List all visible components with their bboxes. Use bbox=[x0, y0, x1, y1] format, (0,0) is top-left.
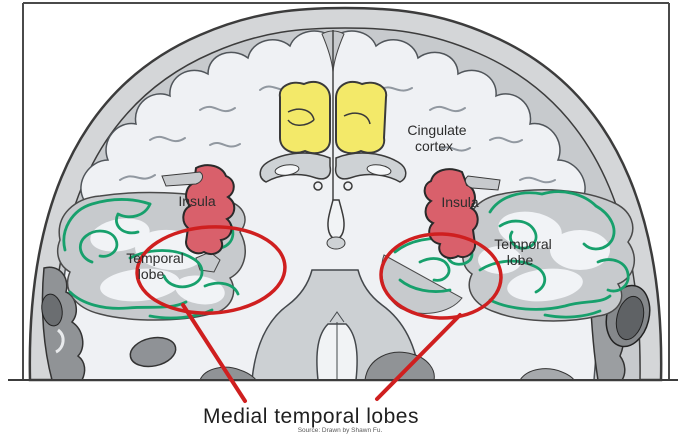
cingulate-right-blob bbox=[335, 80, 388, 155]
temporal-left-label-line1: Temporal bbox=[126, 250, 184, 266]
temporal-right-label-line1: Temporal bbox=[494, 236, 552, 252]
annotation-line-right bbox=[375, 313, 462, 401]
temporal-right-label-line2: lobe bbox=[507, 252, 534, 268]
medial-temporal-annotations bbox=[135, 225, 503, 403]
figure-border bbox=[22, 2, 670, 380]
lateral-fissure-notch-left bbox=[161, 171, 204, 187]
insula-left-highlight bbox=[182, 164, 236, 256]
cingulate-label-line1: Cingulate bbox=[407, 122, 466, 138]
annotation-circle-right bbox=[379, 232, 503, 320]
cingulate-cortex-highlight bbox=[278, 80, 388, 155]
annotation-line-left bbox=[181, 303, 247, 403]
annotation-circle-left bbox=[135, 225, 287, 315]
cingulate-left-blob bbox=[278, 80, 331, 155]
cingulate-label-line2: cortex bbox=[415, 138, 453, 154]
temporal-left-label-line2: lobe bbox=[138, 266, 165, 282]
ventricle-wings bbox=[259, 152, 407, 191]
brainstem-midline bbox=[329, 311, 345, 380]
temporal-lobe-right-green-outline bbox=[393, 190, 630, 319]
hypothalamus-blob bbox=[326, 236, 346, 250]
lateral-fissure-notch-right bbox=[464, 175, 501, 191]
source-credit: Source: Drawn by Shawn Fu. bbox=[298, 427, 383, 434]
insula-right-label: Insula bbox=[441, 194, 479, 210]
insula-left-label: Insula bbox=[178, 193, 216, 209]
figure-caption: Medial temporal lobes bbox=[203, 405, 419, 428]
